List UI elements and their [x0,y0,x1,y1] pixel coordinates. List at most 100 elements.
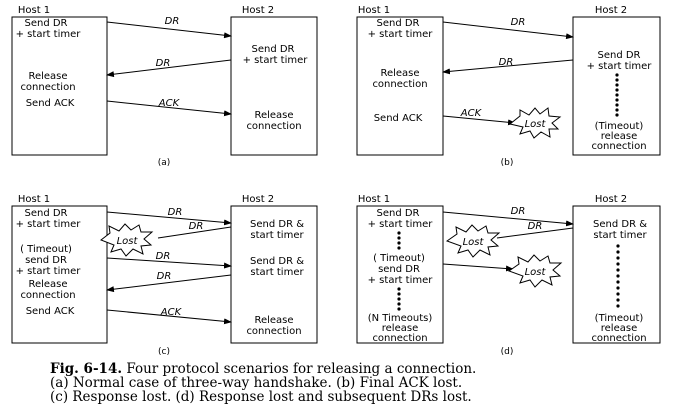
label-dr-2: DR [528,221,543,232]
h1-send-line1: Send DR [24,18,67,29]
label-dr-2: DR [189,221,204,232]
h2-send-line1: Send DR [597,50,640,61]
lost-label: Lost [525,267,547,278]
h1-release-line1: Release [28,279,67,290]
host1-title: Host 1 [358,194,390,205]
timer-dots-1 [397,231,401,250]
caption-fig-label: Fig. 6-14. [50,361,122,377]
arrow-ack [442,115,516,126]
h1-ntimeouts-line3: connection [372,333,427,344]
panel-label-b: (b) [501,158,514,168]
h2-send1-line1: Send DR & [250,219,304,230]
h2-timeout-line2: release [601,323,637,334]
h2-release-line2: connection [246,326,301,337]
label-ack: ACK [158,98,181,109]
h2-send-line2: + start timer [587,61,653,72]
host2-title: Host 2 [242,194,274,205]
h1-send-ack: Send ACK [26,98,75,109]
caption-line3: (c) Response lost. (d) Response lost and… [50,389,472,404]
h1-ntimeouts-line1: (N Timeouts) [368,313,433,324]
host2-box [230,16,318,156]
host2-title: Host 2 [595,194,627,205]
h2-timeout-line3: connection [591,141,646,152]
h1-timeout-line1: ( Timeout) [373,253,425,264]
host1-title: Host 1 [18,5,50,16]
host1-box [11,205,108,344]
arrow-dr-1 [442,211,574,227]
label-dr-1: DR [168,207,183,218]
arrow-dr-4 [106,274,232,293]
label-dr-1: DR [511,206,526,217]
lost-label: Lost [463,237,485,248]
panel-c: Host 1 Host 2 Send DR + start timer ( Ti… [11,194,318,357]
h1-release-line1: Release [28,71,67,82]
arrow-dr-1 [106,211,232,226]
lost-burst-2: Lost [507,254,563,288]
h1-release-line2: connection [20,290,75,301]
figure-caption: Fig. 6-14. Four protocol scenarios for r… [50,361,476,404]
h1-timeout-line3: + start timer [16,266,82,277]
lost-burst: Lost [508,107,562,139]
caption-line1-text: Four protocol scenarios for releasing a … [122,361,476,377]
lost-burst: Lost [99,223,154,257]
host1-title: Host 1 [18,194,50,205]
arrow-dr-3 [106,257,232,269]
panel-b: Host 1 Host 2 Send DR + start timer Rele… [356,5,661,168]
label-dr-3: DR [156,251,171,262]
h2-timeout-line1: (Timeout) [595,313,644,324]
host1-box [356,205,444,344]
h1-ntimeouts-line2: release [382,323,418,334]
host2-box [572,205,661,344]
label-dr-1: DR [165,16,180,27]
h1-release-line2: connection [372,79,427,90]
h2-send-line2: + start timer [243,55,309,66]
h1-send-line2: + start timer [368,219,434,230]
panel-label-c: (c) [158,347,170,357]
h1-timeout-line3: + start timer [368,275,434,286]
caption-line2: (a) Normal case of three-way handshake. … [50,375,462,391]
h2-send1-line2: start timer [250,230,304,241]
timer-dots-2 [397,287,401,311]
label-dr-2: DR [156,58,171,69]
h1-release-line1: Release [380,68,419,79]
timer-dots [615,73,619,117]
host2-box [230,205,318,344]
h2-timeout-line2: release [601,131,637,142]
label-ack: ACK [160,307,183,318]
h1-send-line2: + start timer [16,29,82,40]
lost-label: Lost [525,119,547,130]
h2-send2-line1: Send DR & [250,256,304,267]
h1-send-line1: Send DR [24,208,67,219]
h2-send-line1: Send DR [251,44,294,55]
h1-send-line1: Send DR [376,208,419,219]
lost-burst-1: Lost [445,224,501,258]
label-dr-1: DR [511,17,526,28]
h1-send-ack: Send ACK [26,306,75,317]
arrow-dr-1 [442,21,574,40]
h1-timeout-line1: ( Timeout) [20,244,72,255]
h2-send-line1: Send DR & [593,219,647,230]
label-dr-4: DR [157,271,172,282]
h1-timeout-line2: send DR [25,255,67,266]
arrow-dr-2 [106,59,232,78]
arrow-ack [106,309,232,325]
h2-release-line2: connection [246,121,301,132]
label-dr-2: DR [499,57,514,68]
arrow-dr-1 [106,21,232,39]
h1-release-line2: connection [20,82,75,93]
arrow-dr-lost [496,227,574,239]
panel-label-d: (d) [501,347,514,357]
host1-box [11,16,108,156]
h2-send2-line2: start timer [250,267,304,278]
caption-line1: Fig. 6-14. Four protocol scenarios for r… [50,361,476,377]
arrow-ack [106,100,232,117]
arrow-dr-2 [442,59,574,75]
h2-timeout-line1: (Timeout) [595,121,644,132]
arrow-dr-lost [157,226,232,239]
timer-dots-h2 [616,244,620,308]
h2-release-line1: Release [254,110,293,121]
host1-title: Host 1 [358,5,390,16]
panel-d: Host 1 Host 2 Send DR + start timer ( Ti… [356,194,661,357]
h2-send-line2: start timer [593,230,647,241]
host2-title: Host 2 [595,5,627,16]
